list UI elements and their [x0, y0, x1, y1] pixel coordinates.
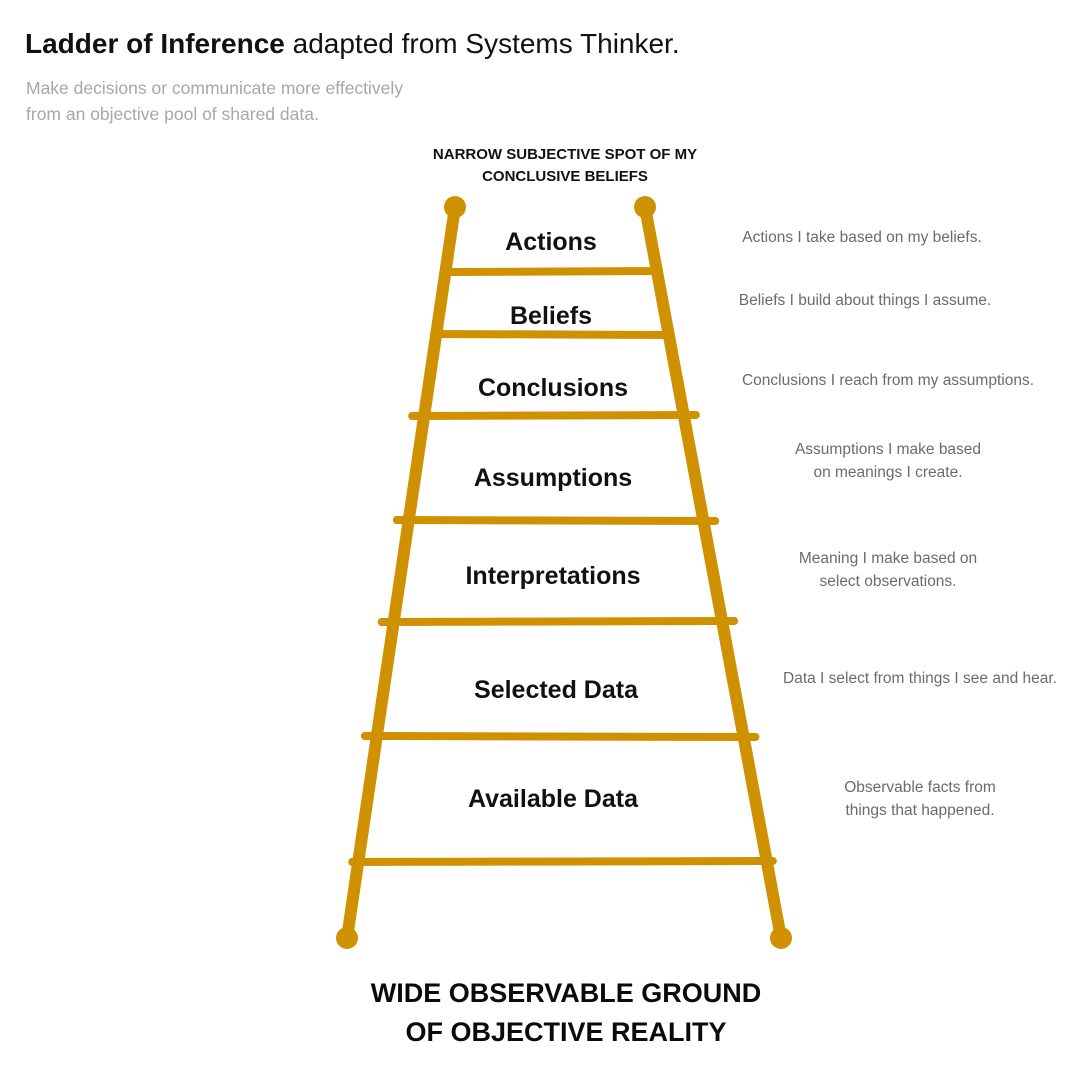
ladder-rung — [377, 617, 739, 626]
ladder-left-rail — [341, 201, 461, 944]
rail-bottom-cap — [770, 927, 792, 949]
bottom-caption: WIDE OBSERVABLE GROUND OF OBJECTIVE REAL… — [316, 974, 816, 1052]
step-description: Assumptions I make based on meanings I cr… — [718, 438, 1058, 484]
ladder-rung — [392, 516, 720, 525]
ladder-rungs — [348, 267, 777, 866]
top-caption-line: NARROW SUBJECTIVE SPOT OF MY — [432, 146, 698, 163]
step-description-line: on meanings I create. — [813, 464, 963, 481]
bottom-caption-line: WIDE OBSERVABLE GROUND — [370, 978, 762, 1008]
step-description-line: Assumptions I make based — [794, 441, 982, 458]
ladder-rung — [441, 267, 662, 276]
step-description: Meaning I make based on select observatio… — [718, 547, 1058, 593]
step-description-line: select observations. — [819, 573, 957, 590]
title-rest: adapted from Systems Thinker. — [284, 28, 680, 59]
step-label: Actions — [505, 228, 597, 256]
step-description: Conclusions I reach from my assumptions. — [718, 369, 1058, 392]
step-description: Data I select from things I see and hear… — [750, 667, 1080, 690]
step-label: Selected Data — [474, 676, 638, 704]
page-title: Ladder of Inference adapted from Systems… — [25, 24, 680, 64]
step-description-line: Meaning I make based on — [798, 550, 978, 567]
title-bold: Ladder of Inference — [25, 28, 285, 59]
ladder-rung — [408, 411, 700, 420]
step-label: Available Data — [468, 785, 638, 813]
step-description-line: things that happened. — [845, 802, 995, 819]
ladder-rung — [360, 732, 760, 741]
rail-bottom-cap — [336, 927, 358, 949]
subtitle-line: Make decisions or communicate more effec… — [26, 78, 404, 98]
ladder-rung — [348, 857, 777, 866]
step-label: Beliefs — [510, 302, 592, 330]
step-description-line: Actions I take based on my beliefs. — [742, 229, 982, 246]
page-subtitle: Make decisions or communicate more effec… — [26, 75, 486, 127]
step-label: Assumptions — [473, 464, 633, 492]
top-caption: NARROW SUBJECTIVE SPOT OF MY CONCLUSIVE … — [400, 144, 730, 188]
step-description: Actions I take based on my beliefs. — [692, 226, 1032, 249]
subtitle-line: from an objective pool of shared data. — [26, 104, 319, 124]
rail-top-cap — [634, 196, 656, 218]
step-description-line: Data I select from things I see and hear… — [783, 670, 1057, 687]
step-description: Beliefs I build about things I assume. — [695, 289, 1035, 312]
ladder-right-rail — [639, 201, 787, 944]
step-description-line: Conclusions I reach from my assumptions. — [741, 372, 1035, 389]
step-description: Observable facts from things that happene… — [750, 776, 1080, 822]
step-description-line: Beliefs I build about things I assume. — [738, 292, 992, 309]
rail-top-cap — [444, 196, 466, 218]
bottom-caption-line: OF OBJECTIVE REALITY — [405, 1017, 727, 1047]
step-description-line: Observable facts from — [844, 779, 996, 796]
top-caption-line: CONCLUSIVE BELIEFS — [482, 168, 648, 185]
step-label: Conclusions — [477, 374, 628, 402]
ladder-rails — [336, 196, 792, 949]
step-label: Interpretations — [465, 562, 641, 590]
ladder-rung — [430, 330, 675, 339]
